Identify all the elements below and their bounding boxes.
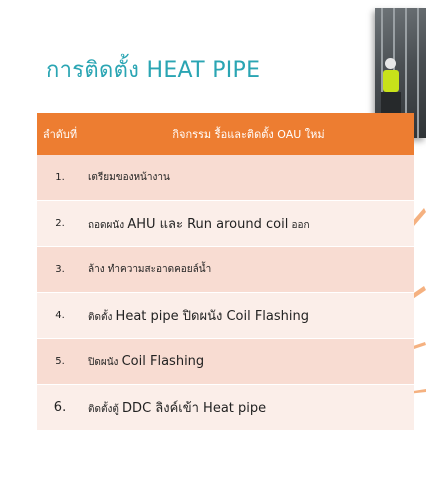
- row-task-prefix: ติดตั้ง: [88, 312, 116, 323]
- row-task-main: Coil Flashing: [121, 353, 205, 369]
- slide-title: การติดตั้ง HEAT PIPE: [46, 58, 261, 83]
- row-task-prefix: ถอดผนัง: [88, 220, 128, 231]
- worker-vest: [383, 70, 399, 92]
- table-header-row: ลำดับที่ กิจกรรม รื้อและติดตั้ง OAU ใหม่: [37, 113, 414, 155]
- worker-helmet: [385, 58, 396, 69]
- activities-table: ลำดับที่ กิจกรรม รื้อและติดตั้ง OAU ใหม่…: [37, 113, 414, 431]
- table-row: 3. ล้าง ทำความสะอาดคอยล์น้ำ: [37, 246, 414, 293]
- row-task-prefix: ปิดผนัง: [88, 356, 122, 368]
- row-task: ปิดผนัง Coil Flashing: [83, 338, 414, 385]
- row-task-suffix: ออก: [288, 220, 310, 231]
- row-task-main: DDC ลิงค์เข้า Heat pipe: [122, 401, 267, 416]
- row-no: 4.: [37, 292, 83, 339]
- table-row: 1. เตรียมของหน้างาน: [37, 155, 414, 201]
- row-no: 3.: [37, 246, 83, 293]
- row-task-main: AHU และ Run around coil: [127, 217, 289, 232]
- row-task: ถอดผนัง AHU และ Run around coil ออก: [83, 200, 414, 247]
- row-no: 5.: [37, 338, 83, 385]
- row-no: 6.: [37, 384, 83, 431]
- header-task: กิจกรรม รื้อและติดตั้ง OAU ใหม่: [83, 113, 414, 155]
- table-row: 5. ปิดผนัง Coil Flashing: [37, 338, 414, 385]
- row-task-main: Heat pipe ปิดผนัง Coil Flashing: [115, 309, 309, 324]
- photo-rail: [405, 8, 407, 138]
- table-row: 6. ติดตั้งตู้ DDC ลิงค์เข้า Heat pipe: [37, 384, 414, 431]
- row-task: ล้าง ทำความสะอาดคอยล์น้ำ: [83, 246, 414, 293]
- header-no: ลำดับที่: [37, 113, 83, 155]
- table-row: 4. ติดตั้ง Heat pipe ปิดผนัง Coil Flashi…: [37, 292, 414, 339]
- row-task: ติดตั้งตู้ DDC ลิงค์เข้า Heat pipe: [83, 384, 414, 431]
- table-row: 2. ถอดผนัง AHU และ Run around coil ออก: [37, 200, 414, 247]
- photo-rail: [381, 8, 383, 138]
- row-no: 2.: [37, 200, 83, 247]
- row-task: เตรียมของหน้างาน: [83, 155, 414, 201]
- photo-rail: [417, 8, 419, 138]
- row-no: 1.: [37, 155, 83, 201]
- row-task: ติดตั้ง Heat pipe ปิดผนัง Coil Flashing: [83, 292, 414, 339]
- row-task-prefix: ติดตั้งตู้: [88, 404, 123, 415]
